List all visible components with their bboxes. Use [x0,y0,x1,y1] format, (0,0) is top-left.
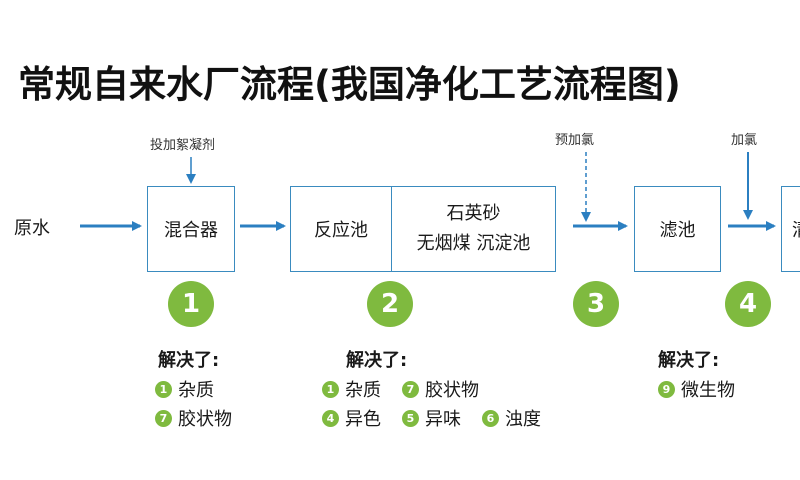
item-number-badge: 1 [322,380,339,398]
solved-item-text: 胶状物 [425,380,479,401]
step-badge-1: 1 [168,281,214,327]
step-badge-4: 4 [725,281,771,327]
solved-item: 5 异味 [402,405,461,431]
mixer-box: 混合器 [147,186,235,272]
item-number-badge: 5 [402,409,419,427]
next-box-partial: 清 [781,186,800,272]
solved-heading-2: 解决了: [346,350,408,371]
solved-item: 7 胶状物 [402,376,479,402]
solved-item: 1 杂质 [322,376,381,402]
item-number-badge: 1 [155,380,172,398]
solved-item: 9 微生物 [658,376,735,402]
chlorine-label: 加氯 [731,133,758,148]
step-badge-3: 3 [573,281,619,327]
solved-item-text: 杂质 [178,380,214,401]
sedimentation-line2: 无烟煤 沉淀池 [416,233,531,254]
mixer-label: 混合器 [164,220,218,241]
solved-item-text: 杂质 [345,380,381,401]
step-badge-2: 2 [367,281,413,327]
sedimentation-line1: 石英砂 [446,203,501,224]
filter-box: 滤池 [634,186,721,272]
diagram-title: 常规自来水厂流程(我国净化工艺流程图) [18,63,681,106]
solved-item-text: 异色 [345,409,381,430]
solved-heading-1: 解决了: [158,350,220,371]
item-number-badge: 6 [482,409,499,427]
solved-item-text: 浊度 [505,409,541,430]
pre-chlorine-label: 预加氯 [555,133,595,148]
solved-item: 4 异色 [322,405,381,431]
raw-water-label: 原水 [14,218,50,239]
sedimentation-cell: 石英砂 无烟煤 沉淀池 [392,187,555,271]
item-number-badge: 7 [402,380,419,398]
solved-item-text: 胶状物 [178,409,232,430]
solved-item: 6 浊度 [482,405,541,431]
solved-item-text: 微生物 [681,380,735,401]
solved-heading-4: 解决了: [658,350,720,371]
next-box-label: 清 [792,216,800,242]
reaction-tank-cell: 反应池 [291,187,392,271]
reaction-tank-label: 反应池 [314,220,368,241]
solved-item-text: 异味 [425,409,461,430]
item-number-badge: 9 [658,380,675,398]
filter-label: 滤池 [659,220,696,241]
item-number-badge: 4 [322,409,339,427]
coagulant-label: 投加絮凝剂 [150,138,216,153]
reaction-sedimentation-box: 反应池 石英砂 无烟煤 沉淀池 [290,186,556,272]
solved-item: 7 胶状物 [155,405,232,431]
solved-item: 1 杂质 [155,376,214,402]
item-number-badge: 7 [155,409,172,427]
